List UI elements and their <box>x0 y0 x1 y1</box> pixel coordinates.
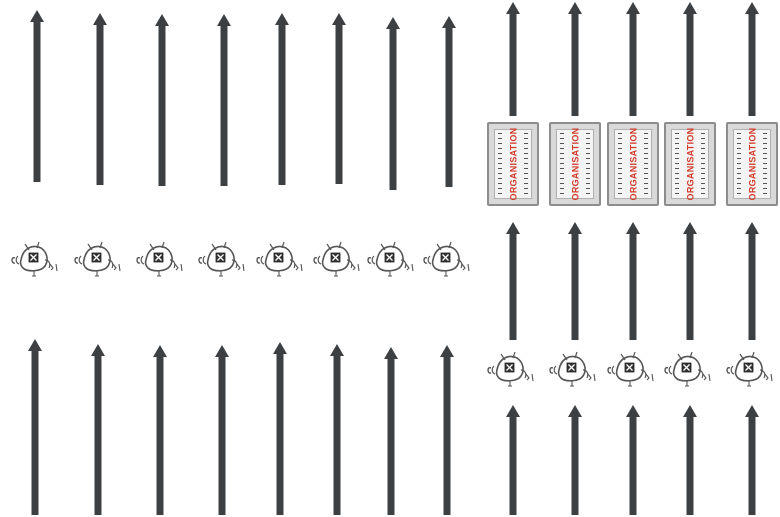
creature-icon <box>485 348 537 392</box>
card-label: ORGANISATION <box>508 127 518 201</box>
up-arrow-icon <box>29 10 45 182</box>
creature-icon <box>421 238 473 282</box>
card-ruler-left <box>737 133 741 195</box>
up-arrow-icon <box>92 13 108 185</box>
creature-icon <box>724 348 776 392</box>
creature-icon <box>72 238 124 282</box>
up-arrow-icon <box>625 405 641 515</box>
card-ruler-left <box>560 133 564 195</box>
up-arrow-icon <box>27 339 43 515</box>
card-ruler-right <box>763 133 767 195</box>
up-arrow-icon <box>385 17 401 190</box>
up-arrow-icon <box>567 2 583 116</box>
creature-icon <box>605 348 657 392</box>
creature-icon <box>311 238 363 282</box>
card-face: ORGANISATION <box>494 127 532 201</box>
organisation-card-icon: ORGANISATION <box>549 122 601 206</box>
up-arrow-icon <box>567 222 583 340</box>
up-arrow-icon <box>744 405 760 515</box>
card-ruler-left <box>675 133 679 195</box>
card-face: ORGANISATION <box>733 127 771 201</box>
organisation-card-icon: ORGANISATION <box>607 122 659 206</box>
card-ruler-right <box>644 133 648 195</box>
card-ruler-right <box>701 133 705 195</box>
card-face: ORGANISATION <box>556 127 594 201</box>
up-arrow-icon <box>90 344 106 515</box>
up-arrow-icon <box>439 345 455 515</box>
card-ruler-right <box>586 133 590 195</box>
up-arrow-icon <box>625 222 641 340</box>
card-face: ORGANISATION <box>614 127 652 201</box>
up-arrow-icon <box>505 2 521 116</box>
up-arrow-icon <box>383 347 399 515</box>
up-arrow-icon <box>505 222 521 340</box>
up-arrow-icon <box>152 345 168 515</box>
card-ruler-right <box>524 133 528 195</box>
card-ruler-left <box>618 133 622 195</box>
organisation-card-icon: ORGANISATION <box>487 122 539 206</box>
up-arrow-icon <box>682 405 698 515</box>
creature-icon <box>134 238 186 282</box>
up-arrow-icon <box>331 13 347 184</box>
card-label: ORGANISATION <box>685 127 695 201</box>
up-arrow-icon <box>154 14 170 186</box>
card-label: ORGANISATION <box>628 127 638 201</box>
up-arrow-icon <box>329 344 345 515</box>
up-arrow-icon <box>567 405 583 515</box>
card-label: ORGANISATION <box>747 127 757 201</box>
creature-icon <box>365 238 417 282</box>
up-arrow-icon <box>682 2 698 116</box>
creature-icon <box>9 238 61 282</box>
up-arrow-icon <box>274 13 290 185</box>
creature-icon <box>254 238 306 282</box>
creature-icon <box>662 348 714 392</box>
creature-icon <box>196 238 248 282</box>
up-arrow-icon <box>682 222 698 340</box>
card-label: ORGANISATION <box>570 127 580 201</box>
up-arrow-icon <box>272 342 288 515</box>
card-face: ORGANISATION <box>671 127 709 201</box>
up-arrow-icon <box>744 222 760 340</box>
organisation-card-icon: ORGANISATION <box>726 122 778 206</box>
up-arrow-icon <box>505 405 521 515</box>
up-arrow-icon <box>441 16 457 187</box>
up-arrow-icon <box>214 345 230 515</box>
up-arrow-icon <box>216 14 232 186</box>
creature-icon <box>547 348 599 392</box>
organisation-card-icon: ORGANISATION <box>664 122 716 206</box>
card-ruler-left <box>498 133 502 195</box>
up-arrow-icon <box>625 2 641 116</box>
up-arrow-icon <box>744 2 760 116</box>
